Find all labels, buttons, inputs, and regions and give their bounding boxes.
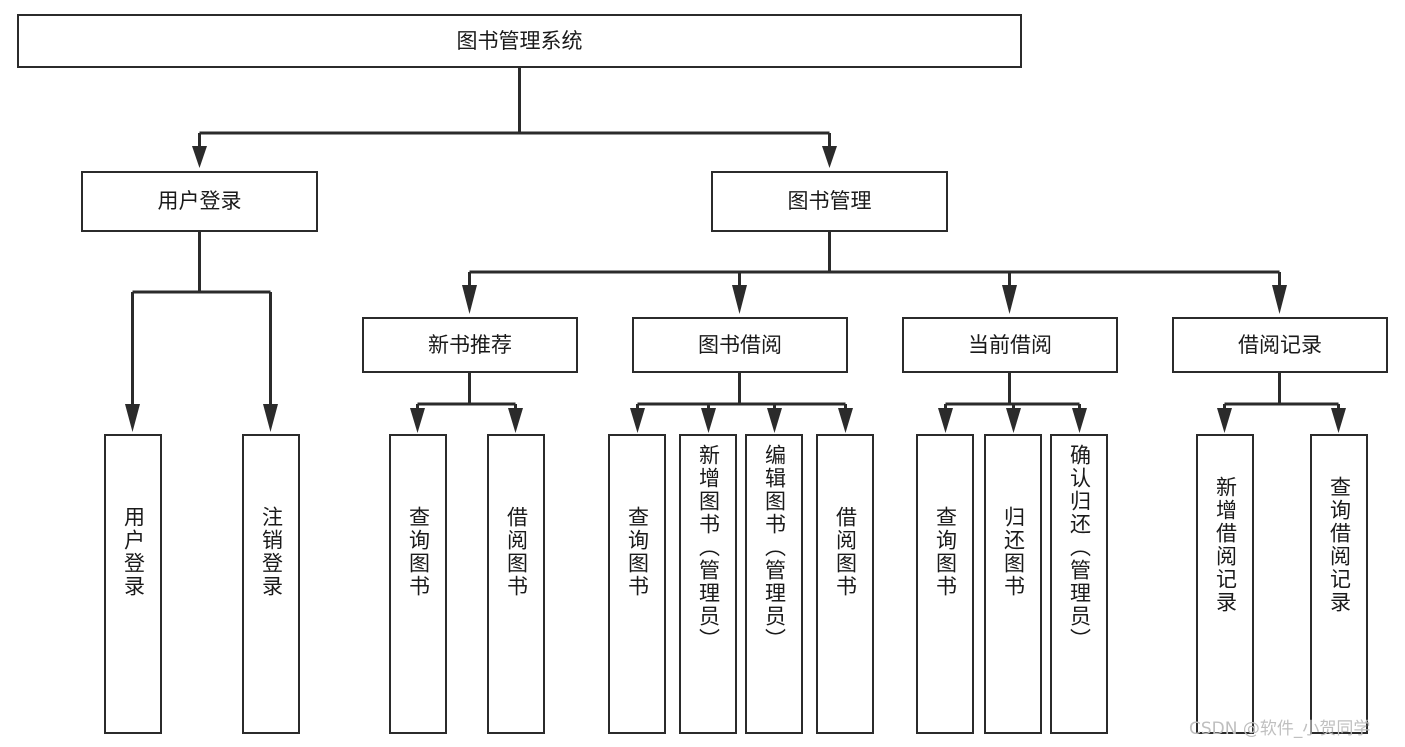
node-leaf-query-record[interactable]: 查询借阅记录 xyxy=(1310,434,1368,734)
node-leaf-borrow-book-1-label: 借阅图书 xyxy=(504,506,529,598)
node-leaf-return-book-label: 归还图书 xyxy=(1001,506,1026,598)
node-leaf-user-logout[interactable]: 注销登录 xyxy=(242,434,300,734)
node-book-borrow-label: 图书借阅 xyxy=(698,332,782,357)
node-leaf-edit-book[interactable]: 编辑图书（管理员） xyxy=(745,434,803,734)
node-leaf-query-book-2-label: 查询图书 xyxy=(625,506,650,598)
node-leaf-query-book-1[interactable]: 查询图书 xyxy=(389,434,447,734)
node-new-book-recommend-label: 新书推荐 xyxy=(428,332,512,357)
node-leaf-confirm-return-label: 确认归还（管理员） xyxy=(1067,444,1092,651)
node-borrow-record[interactable]: 借阅记录 xyxy=(1172,317,1388,373)
node-leaf-query-book-2[interactable]: 查询图书 xyxy=(608,434,666,734)
node-leaf-query-book-3[interactable]: 查询图书 xyxy=(916,434,974,734)
node-root[interactable]: 图书管理系统 xyxy=(17,14,1022,68)
node-leaf-add-book-label: 新增图书（管理员） xyxy=(696,444,721,651)
node-leaf-query-book-1-label: 查询图书 xyxy=(406,506,431,598)
node-leaf-confirm-return[interactable]: 确认归还（管理员） xyxy=(1050,434,1108,734)
node-book-manage[interactable]: 图书管理 xyxy=(711,171,948,232)
node-book-borrow[interactable]: 图书借阅 xyxy=(632,317,848,373)
node-book-manage-label: 图书管理 xyxy=(787,189,872,214)
node-leaf-borrow-book-2[interactable]: 借阅图书 xyxy=(816,434,874,734)
watermark: CSDN @软件_小贺同学 xyxy=(1189,719,1371,739)
node-current-borrow[interactable]: 当前借阅 xyxy=(902,317,1118,373)
node-leaf-edit-book-label: 编辑图书（管理员） xyxy=(762,444,787,651)
node-leaf-add-record-label: 新增借阅记录 xyxy=(1213,476,1238,614)
node-leaf-user-login[interactable]: 用户登录 xyxy=(104,434,162,734)
node-new-book-recommend[interactable]: 新书推荐 xyxy=(362,317,578,373)
node-leaf-user-login-label: 用户登录 xyxy=(121,506,146,598)
node-leaf-return-book[interactable]: 归还图书 xyxy=(984,434,1042,734)
node-leaf-add-record[interactable]: 新增借阅记录 xyxy=(1196,434,1254,734)
node-user-login[interactable]: 用户登录 xyxy=(81,171,318,232)
node-current-borrow-label: 当前借阅 xyxy=(968,332,1052,357)
node-leaf-user-logout-label: 注销登录 xyxy=(259,506,284,598)
node-leaf-query-record-label: 查询借阅记录 xyxy=(1327,476,1352,614)
node-leaf-borrow-book-2-label: 借阅图书 xyxy=(833,506,858,598)
node-user-login-label: 用户登录 xyxy=(157,189,242,214)
node-leaf-query-book-3-label: 查询图书 xyxy=(933,506,958,598)
node-leaf-add-book[interactable]: 新增图书（管理员） xyxy=(679,434,737,734)
node-borrow-record-label: 借阅记录 xyxy=(1238,332,1322,357)
node-leaf-borrow-book-1[interactable]: 借阅图书 xyxy=(487,434,545,734)
arrowheads xyxy=(125,146,1346,433)
node-root-label: 图书管理系统 xyxy=(456,28,583,53)
